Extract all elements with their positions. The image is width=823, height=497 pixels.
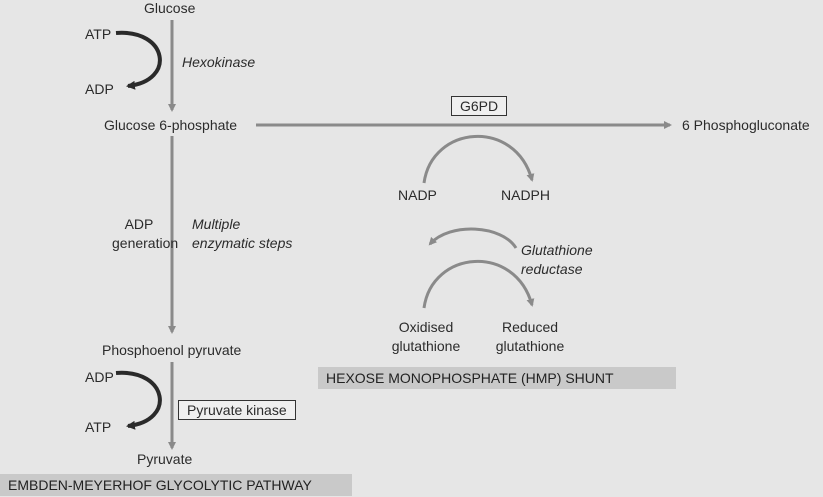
curve-glutathione-to-nadp (428, 227, 518, 249)
label-g6pd: G6PD (451, 96, 508, 116)
label-reduced-glutathione: Reduced glutathione (495, 319, 565, 354)
curve-nadp-to-nadph (422, 134, 535, 184)
label-atp-bottom: ATP (85, 419, 112, 435)
label-hexokinase: Hexokinase (182, 54, 256, 70)
label-glucose-6-phosphate: Glucose 6-phosphate (104, 117, 238, 133)
curve-adp-to-atp-bottom (115, 370, 162, 430)
label-glucose: Glucose (144, 0, 196, 16)
label-nadp: NADP (398, 187, 437, 203)
label-adp-top: ADP (85, 81, 114, 97)
label-oxidised-glutathione: Oxidised glutathione (391, 319, 461, 354)
label-pyruvate: Pyruvate (137, 451, 193, 467)
label-nadph: NADPH (501, 187, 551, 203)
label-pyruvate-kinase: Pyruvate kinase (178, 400, 296, 420)
band-hmp-shunt: HEXOSE MONOPHOSPHATE (HMP) SHUNT (318, 367, 676, 389)
label-glutathione-reductase: Glutathione reductase (521, 242, 593, 277)
label-phosphoenol-pyruvate: Phosphoenol pyruvate (102, 342, 242, 358)
label-multiple-enzymatic-steps: Multiple enzymatic steps (192, 216, 293, 251)
label-6-phosphogluconate: 6 Phosphogluconate (682, 117, 810, 133)
label-atp-top: ATP (85, 26, 112, 42)
band-embden-meyerhof: EMBDEN-MEYERHOF GLYCOLYTIC PATHWAY (0, 474, 352, 496)
curve-oxidised-to-reduced-glutathione (422, 259, 535, 309)
label-adp-bottom: ADP (85, 369, 114, 385)
curve-atp-to-adp-top (115, 30, 162, 90)
label-adp-generation: ADP generation (112, 216, 179, 251)
